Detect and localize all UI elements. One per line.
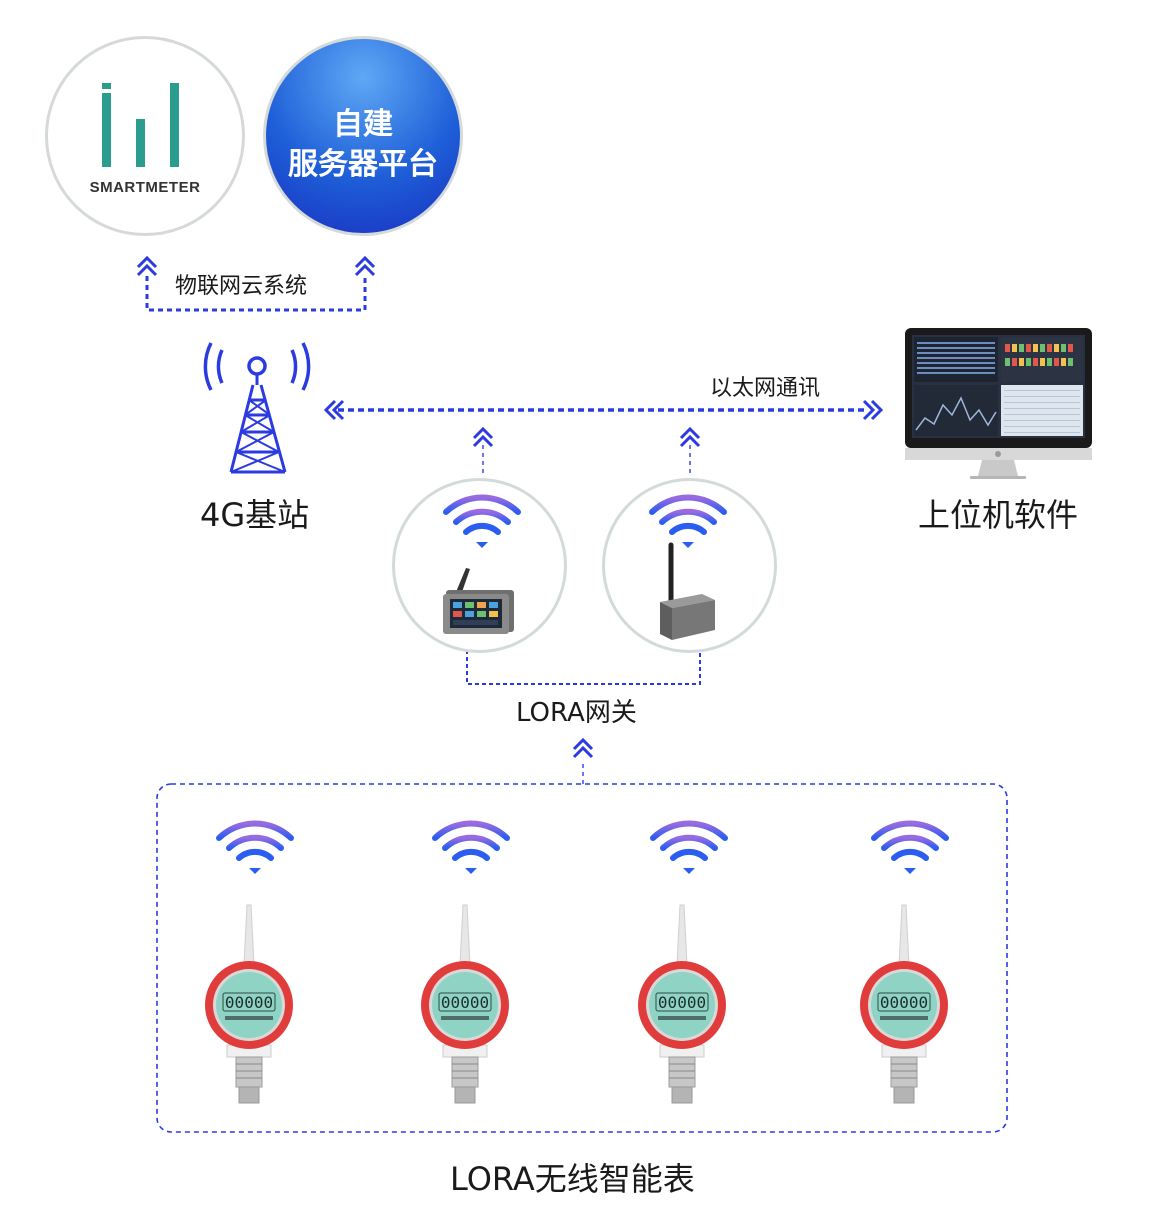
smartmeter-logo-text: SMARTMETER bbox=[89, 179, 201, 196]
ethernet-label: 以太网通讯 bbox=[710, 376, 821, 401]
svg-text:00000: 00000 bbox=[658, 993, 706, 1012]
server-line2: 服务器平台 bbox=[288, 147, 438, 182]
gateway-circle-1 bbox=[392, 478, 567, 653]
smartmeter-logo-icon bbox=[102, 83, 179, 167]
meters-uplink bbox=[572, 738, 594, 784]
ethernet-line bbox=[324, 399, 883, 421]
tower-label: 4G基站 bbox=[200, 496, 310, 534]
iot-cloud-label: 物联网云系统 bbox=[175, 274, 308, 299]
meter-device: 00000 bbox=[638, 904, 726, 1104]
gateway-label: LORA网关 bbox=[516, 698, 637, 728]
svg-text:00000: 00000 bbox=[880, 993, 928, 1012]
smartmeter-logo-circle: SMARTMETER bbox=[45, 36, 245, 236]
monitor-icon bbox=[905, 328, 1092, 479]
gateway-bracket bbox=[466, 650, 701, 685]
cell-tower-icon bbox=[203, 342, 311, 474]
meters-group-label: LORA无线智能表 bbox=[450, 1160, 695, 1198]
meter-device: 00000 bbox=[205, 904, 293, 1104]
gateway-uplinks bbox=[472, 427, 701, 475]
server-platform-circle: 自建 服务器平台 bbox=[263, 36, 463, 236]
meter-devices: 00000 00000 00000 bbox=[205, 904, 948, 1104]
meters-group-box bbox=[156, 783, 1008, 1133]
gateway-circle-2 bbox=[602, 478, 777, 653]
server-line1: 自建 bbox=[333, 107, 393, 142]
svg-text:00000: 00000 bbox=[225, 993, 273, 1012]
meter-device: 00000 bbox=[860, 904, 948, 1104]
software-label: 上位机软件 bbox=[918, 496, 1079, 534]
meter-device: 00000 bbox=[421, 904, 509, 1104]
svg-text:00000: 00000 bbox=[441, 993, 489, 1012]
